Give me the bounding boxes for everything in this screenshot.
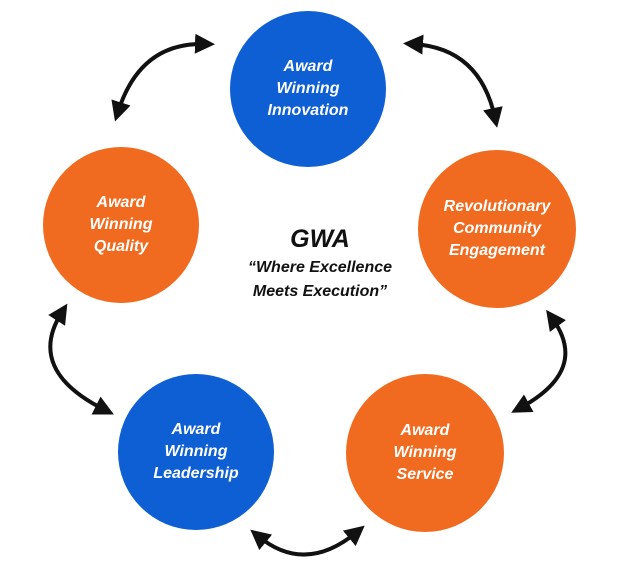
node-leadership-label: Award Winning Leadership [153,421,239,482]
arrow-innovation-quality [111,33,215,122]
node-innovation: Award Winning Innovation [230,11,386,167]
arrow-innovation-community [403,34,503,128]
node-quality: Award Winning Quality [43,147,199,303]
center-title: GWA [290,225,350,253]
arrow-leadership-service [250,525,365,557]
node-community: Revolutionary Community Engagement [418,150,576,308]
node-innovation-label: Award Winning Innovation [267,58,349,119]
node-service: Award Winning Service [346,374,504,532]
arrow-community-service [511,309,568,413]
arrow-quality-leadership [48,303,114,415]
node-quality-label: Award Winning Quality [89,194,153,255]
center-tagline: “Where Excellence Meets Execution” [247,259,393,300]
node-leadership: Award Winning Leadership [118,374,274,530]
node-community-label: Revolutionary Community Engagement [443,198,551,259]
node-service-label: Award Winning Service [393,422,457,483]
center-caption: GWA “Where Excellence Meets Execution” [190,222,450,304]
